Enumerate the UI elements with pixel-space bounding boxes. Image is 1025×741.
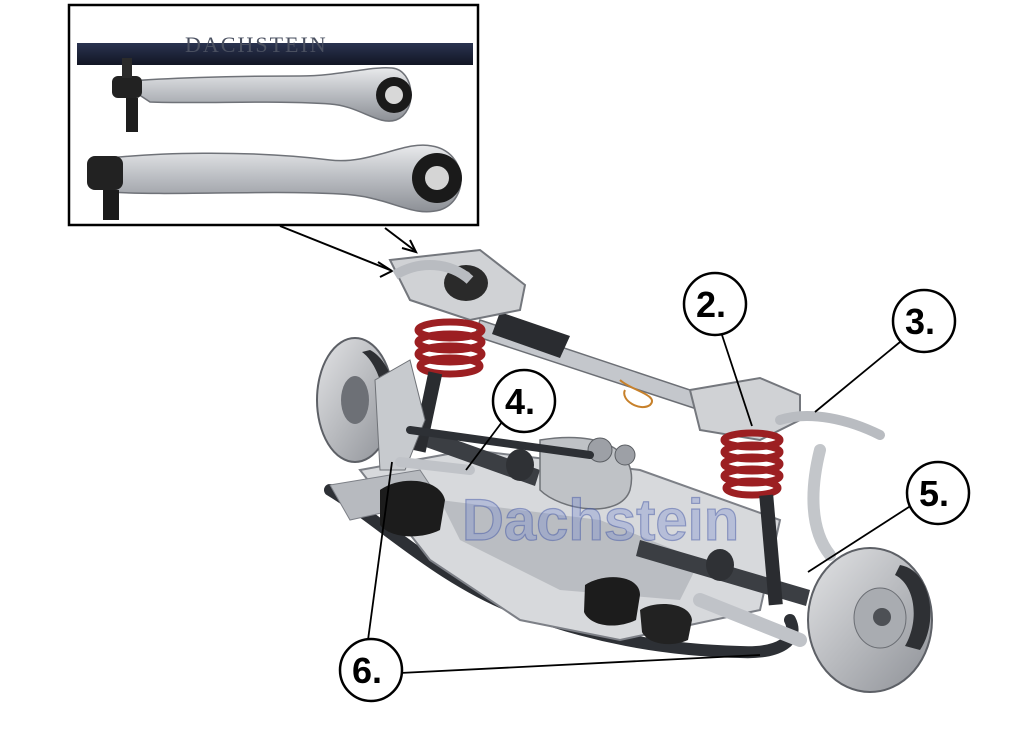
control-arm-upper <box>112 58 412 132</box>
suspension-assembly <box>316 248 933 693</box>
brand-strip-text: DACHSTEIN <box>185 32 328 57</box>
rubber-mounts <box>380 480 692 645</box>
callout-6: 6. <box>338 637 404 703</box>
coil-spring-right <box>720 429 784 499</box>
callout-5-label: 5. <box>919 473 949 514</box>
brand-strip <box>77 43 473 65</box>
upper-arm-right <box>775 410 885 440</box>
callout-3: 3. <box>891 288 957 354</box>
callout-6-label: 6. <box>352 650 382 691</box>
callout-2: 2. <box>682 271 748 337</box>
control-arm-lower <box>87 144 462 220</box>
coil-spring-left <box>414 318 486 378</box>
callout-3-label: 3. <box>905 301 935 342</box>
inset-photo: DACHSTEIN <box>67 3 480 227</box>
callout-4-label: 4. <box>505 381 535 422</box>
shock-absorber-right <box>759 494 783 606</box>
callout-5: 5. <box>905 460 971 526</box>
inset-pointer-arrows <box>279 225 418 278</box>
brake-disc-right <box>807 547 933 693</box>
wheel-carrier-left <box>374 359 426 471</box>
callout-lines <box>367 334 913 674</box>
callout-2-label: 2. <box>696 284 726 325</box>
watermark: Dachstein <box>462 488 739 553</box>
callout-4: 4. <box>491 368 557 434</box>
